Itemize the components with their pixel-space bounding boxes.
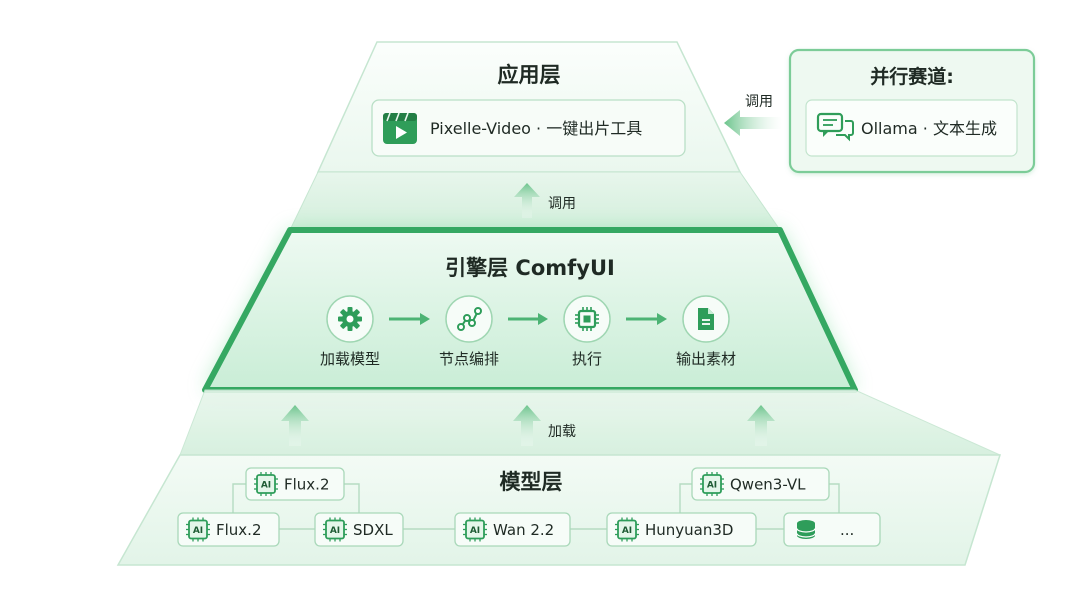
app-layer-title: 应用层 [498,63,561,87]
svg-text:AI: AI [622,526,632,536]
svg-text:AI: AI [470,526,480,536]
load-arrow-right [747,405,775,446]
svg-text:AI: AI [330,526,340,536]
ai-chip-icon: AI [323,517,347,542]
engine-call-arrow [514,183,540,218]
model-chip-label: Wan 2.2 [493,521,554,539]
film-clapper-icon [383,112,417,144]
model-chip-label: SDXL [353,521,393,539]
load-arrow-center [513,405,541,446]
app-engine-connector [289,171,781,231]
ai-chip-icon: AI [463,517,487,542]
document-icon [698,308,714,330]
parallel-track-title: 并行赛道: [870,65,954,88]
app-tool-card[interactable] [371,99,686,157]
engine-step-label: 执行 [572,350,602,368]
engine-steps: 加载模型 节点编排 执行 输出素材 [320,295,736,368]
model-chip-label: Flux.2 [284,476,330,494]
parallel-call-arrow [724,110,782,136]
engine-step-label: 加载模型 [320,350,380,368]
model-chip[interactable]: AI Flux.2 [177,512,280,547]
ai-chip-icon: AI [615,517,639,542]
svg-text:AI: AI [261,481,271,491]
model-chip[interactable]: AI Hunyuan3D [606,512,757,547]
model-chip[interactable]: AI SDXL [314,512,404,547]
svg-text:AI: AI [707,481,717,491]
model-chip-label: ... [840,521,854,539]
model-chip[interactable]: AI Qwen3-VL [691,467,830,501]
load-label: 加载 [548,424,576,440]
model-chip-label: Hunyuan3D [645,521,733,539]
chip-icon [575,307,599,331]
engine-step[interactable]: 执行 [563,295,611,368]
model-connectors [232,483,840,530]
model-layer-title: 模型层 [500,470,563,494]
database-icon [796,520,816,539]
engine-call-label: 调用 [548,196,576,212]
app-tool-label: Pixelle-Video · 一键出片工具 [430,119,642,138]
engine-layer-title: 引擎层 ComfyUI [445,256,615,280]
model-chip-label: Qwen3-VL [730,476,806,494]
flow-arrow [508,313,548,325]
model-chip-more[interactable]: ... [783,512,881,547]
model-chip[interactable]: AI Wan 2.2 [454,512,571,547]
model-chip-label: Flux.2 [216,521,262,539]
flow-arrow [389,313,430,325]
ollama-label: Ollama · 文本生成 [861,119,997,138]
ai-chip-icon: AI [186,517,210,542]
ai-chip-icon: AI [700,472,724,496]
chat-bubble-icon [816,112,854,142]
gear-icon [338,307,362,331]
node-graph-icon [457,307,482,331]
parallel-call-label: 调用 [745,94,773,110]
engine-step[interactable]: 输出素材 [676,295,736,368]
load-arrow-left [281,405,309,446]
engine-step[interactable]: 节点编排 [439,295,499,368]
ai-chip-icon: AI [254,472,278,496]
engine-step[interactable]: 加载模型 [320,295,380,368]
engine-step-label: 节点编排 [439,350,499,368]
engine-model-connector [179,389,1001,456]
engine-layer-panel [202,227,858,393]
svg-text:AI: AI [193,526,203,536]
flow-arrow [626,313,667,325]
engine-step-label: 输出素材 [676,350,736,368]
model-chip[interactable]: AI Flux.2 [245,467,345,501]
ollama-card[interactable] [805,99,1018,157]
